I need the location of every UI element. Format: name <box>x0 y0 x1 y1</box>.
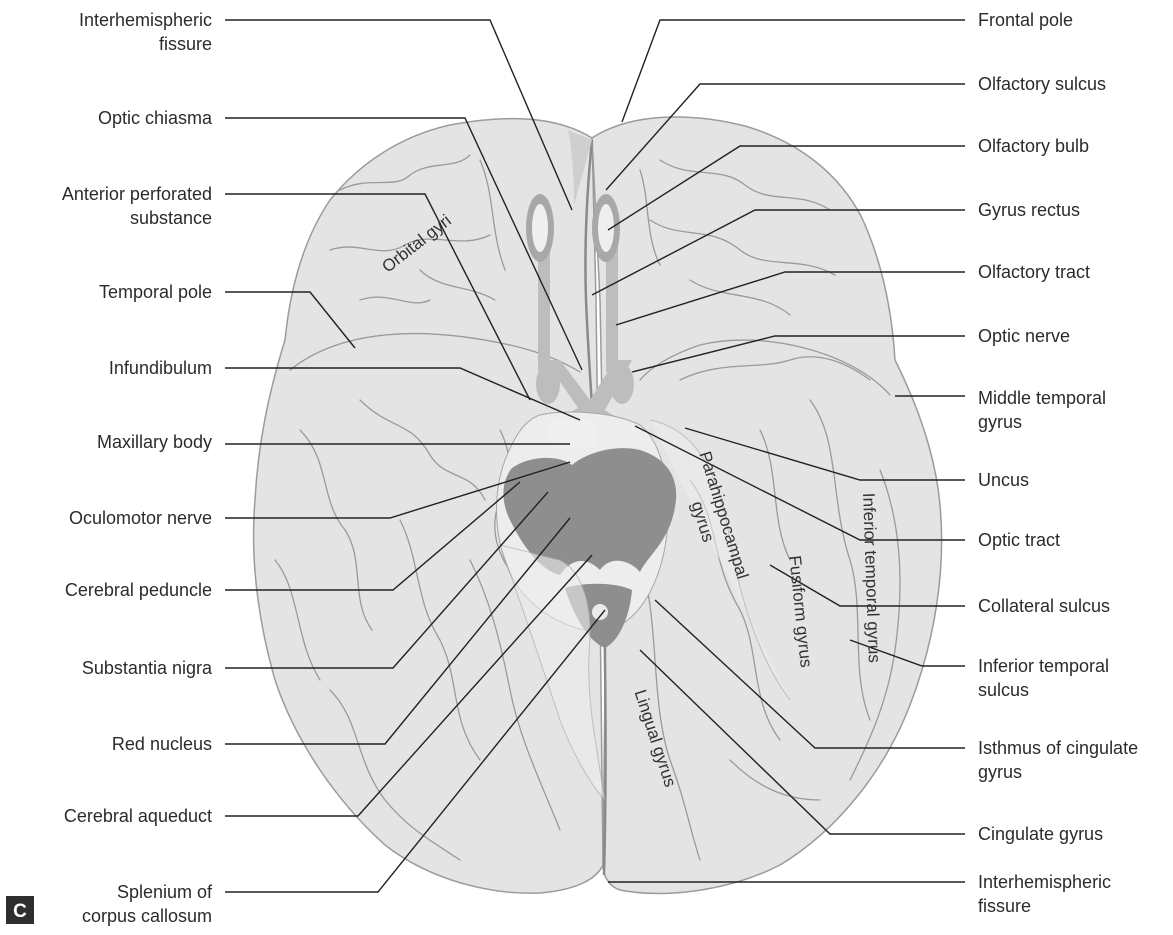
olfactory-sulcus-label: Olfactory sulcus <box>978 74 1106 94</box>
maxillary-body-label: Maxillary body <box>97 432 212 452</box>
olfactory-bulb-label: Olfactory bulb <box>978 136 1089 156</box>
frontal-pole-label: Frontal pole <box>978 10 1073 30</box>
olfactory-tract-label: Olfactory tract <box>978 262 1090 282</box>
optic-tract-label: Optic tract <box>978 530 1060 550</box>
uncus-label: Uncus <box>978 470 1029 490</box>
brain-illustration <box>254 117 942 893</box>
frontal-pole-leader <box>622 20 965 122</box>
panel-letter: C <box>13 901 27 922</box>
cerebral-peduncle-label: Cerebral peduncle <box>65 580 212 600</box>
substantia-nigra-label: Substantia nigra <box>82 658 213 678</box>
gyrus-rectus-label: Gyrus rectus <box>978 200 1080 220</box>
cingulate-gyrus-label: Cingulate gyrus <box>978 824 1103 844</box>
infundibulum-label: Infundibulum <box>109 358 212 378</box>
collateral-sulcus-label: Collateral sulcus <box>978 596 1110 616</box>
cerebral-aqueduct-label: Cerebral aqueduct <box>64 806 212 826</box>
oculomotor-nerve-label: Oculomotor nerve <box>69 508 212 528</box>
optic-chiasma-label: Optic chiasma <box>98 108 213 128</box>
temporal-pole-label: Temporal pole <box>99 282 212 302</box>
red-nucleus-label: Red nucleus <box>112 734 212 754</box>
optic-nerve-label: Optic nerve <box>978 326 1070 346</box>
mammillary-body-shape <box>548 420 598 450</box>
